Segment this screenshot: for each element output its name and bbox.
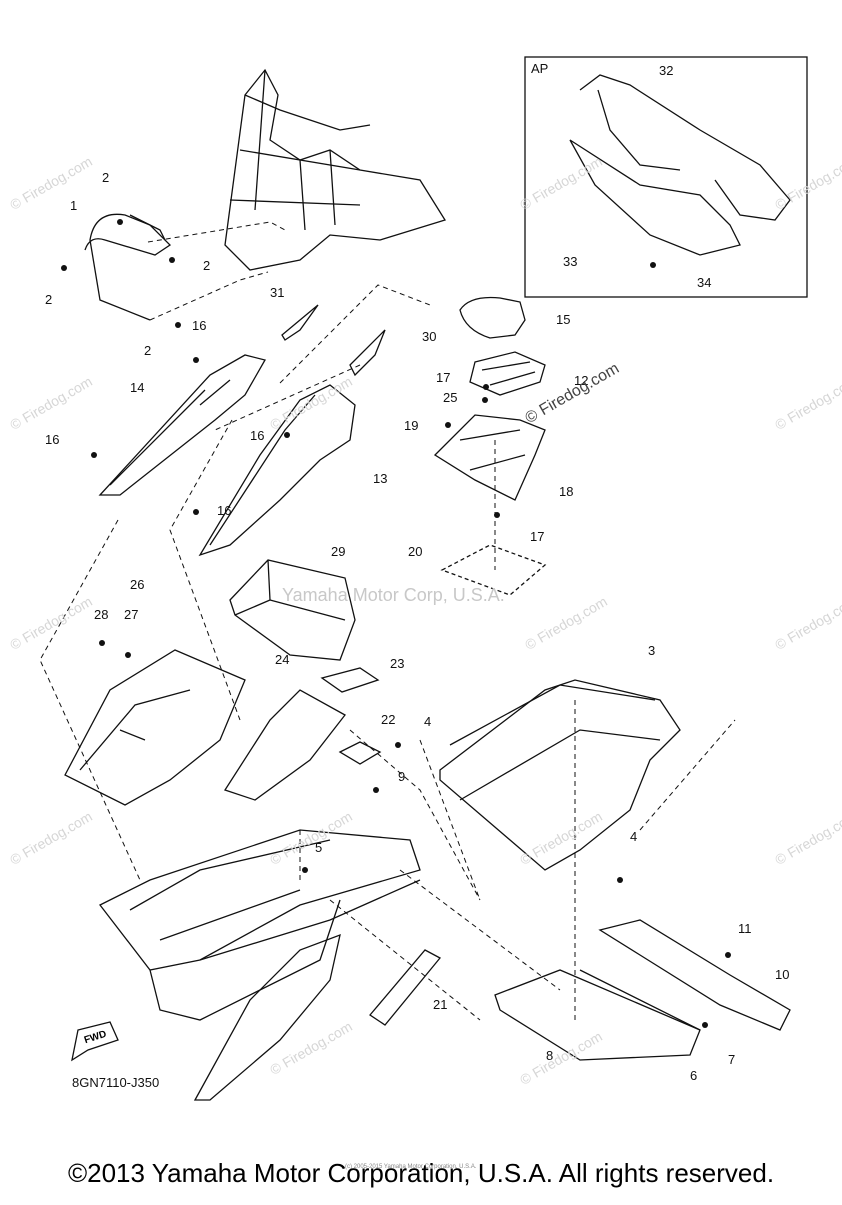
callout-5: 5	[315, 840, 323, 855]
part-26	[64, 649, 246, 806]
part-18	[433, 414, 546, 501]
callout-12: 12	[574, 373, 589, 388]
callout-16: 16	[250, 428, 265, 443]
footrest	[193, 933, 341, 1101]
center-watermark: Yamaha Motor Corp, U.S.A.	[282, 585, 505, 605]
part-code: 8GN7110-J350	[72, 1075, 160, 1090]
callout-16: 16	[217, 503, 232, 518]
callout-9: 9	[398, 769, 406, 784]
side-cover-14	[98, 354, 266, 496]
inset-cover-33	[569, 139, 741, 256]
callout-10: 10	[775, 967, 790, 982]
callout-4: 4	[630, 829, 638, 844]
part-29	[229, 559, 356, 661]
inset-box	[524, 56, 808, 298]
callout-27: 27	[124, 607, 139, 622]
part-8	[494, 969, 701, 1061]
inset-label: AP	[531, 61, 549, 76]
part-24	[224, 689, 346, 801]
callout-4: 4	[424, 714, 432, 729]
callout-19: 19	[404, 418, 419, 433]
part-20	[440, 544, 547, 596]
rack-3	[439, 679, 681, 871]
callout-14: 14	[130, 380, 145, 395]
callout-2: 2	[102, 170, 110, 185]
part-21	[369, 949, 442, 1026]
callout-33: 33	[563, 254, 578, 269]
grab-bar	[84, 213, 172, 321]
callout-28: 28	[94, 607, 109, 622]
main-frame	[99, 829, 421, 971]
callout-2: 2	[45, 292, 53, 307]
callout-18: 18	[559, 484, 574, 499]
callout-24: 24	[275, 652, 290, 667]
tiny-credit: (c) 2005-2015 Yamaha Motor Corporation, …	[345, 1164, 477, 1170]
part-15	[459, 296, 526, 339]
side-cover-13	[198, 384, 356, 557]
callout-22: 22	[381, 712, 396, 727]
callout-1: 1	[70, 198, 78, 213]
part-10	[598, 919, 791, 1031]
callout-17: 17	[436, 370, 451, 385]
callout-2: 2	[144, 343, 152, 358]
part-23	[320, 667, 380, 693]
part-12	[469, 351, 546, 396]
callout-7: 7	[728, 1052, 736, 1067]
callout-30: 30	[422, 329, 437, 344]
callout-16: 16	[45, 432, 60, 447]
callout-15: 15	[556, 312, 571, 327]
callout-25: 25	[443, 390, 458, 405]
inset-bar-32	[579, 74, 791, 221]
callout-13: 13	[373, 471, 388, 486]
fwd-arrow	[71, 1021, 119, 1062]
callout-31: 31	[270, 285, 285, 300]
callout-20: 20	[408, 544, 423, 559]
part-30	[349, 329, 386, 377]
callout-11: 11	[738, 921, 752, 936]
callout-3: 3	[648, 643, 656, 658]
callout-23: 23	[390, 656, 405, 671]
callout-26: 26	[130, 577, 145, 592]
part-22	[338, 741, 382, 765]
callout-32: 32	[659, 63, 674, 78]
callout-21: 21	[433, 997, 448, 1012]
callout-29: 29	[331, 544, 346, 559]
part-31	[281, 304, 319, 341]
callout-34: 34	[697, 275, 712, 290]
copyright-notice: ©2013 Yamaha Motor Corporation, U.S.A. A…	[67, 1158, 775, 1188]
callout-6: 6	[690, 1068, 698, 1083]
callout-2: 2	[203, 258, 211, 273]
callout-17: 17	[530, 529, 545, 544]
callout-16: 16	[192, 318, 207, 333]
callout-8: 8	[546, 1048, 554, 1063]
